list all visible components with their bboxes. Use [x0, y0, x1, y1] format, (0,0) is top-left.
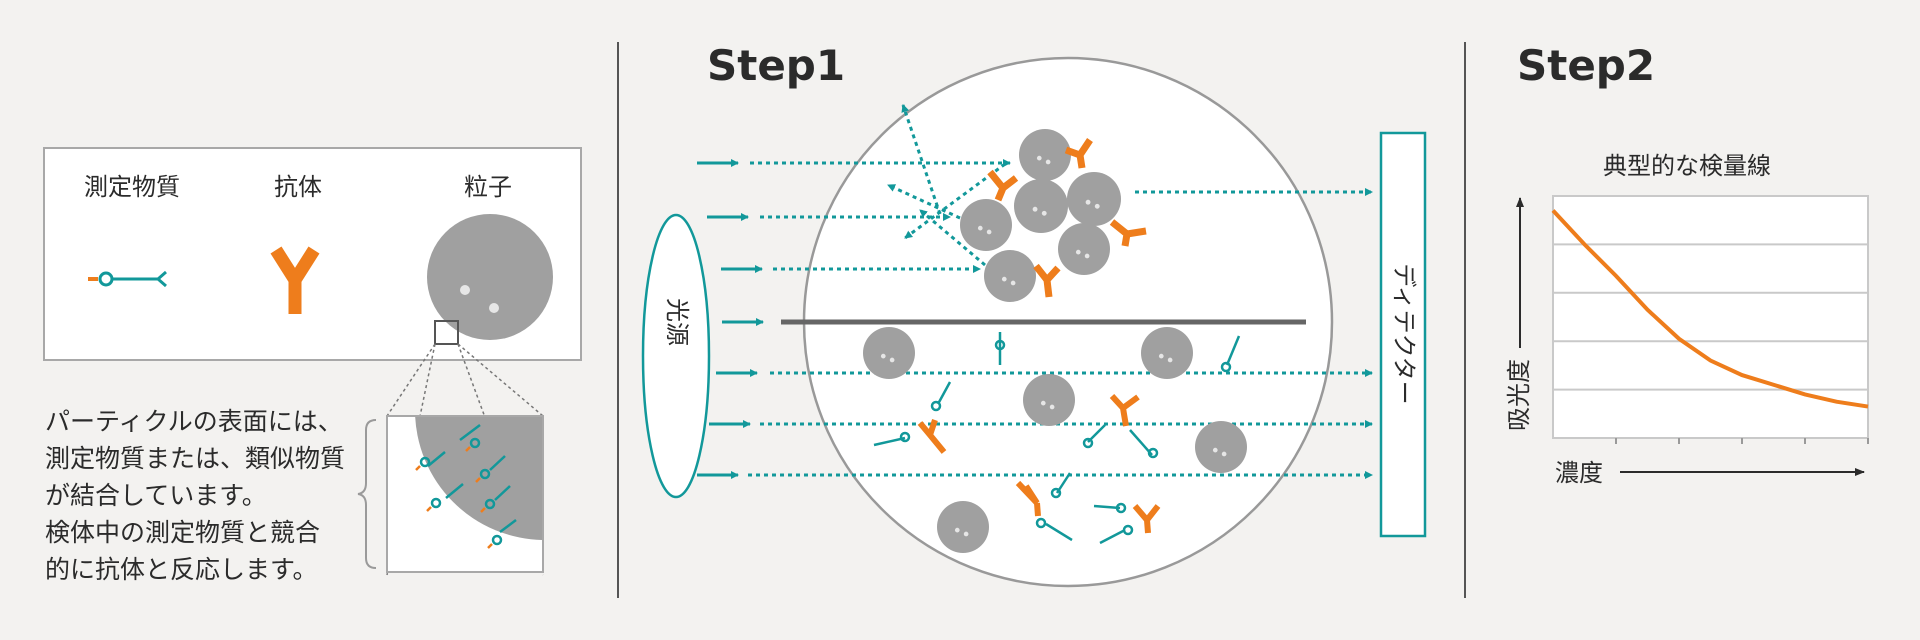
- free-analytes: [873, 332, 1241, 545]
- step1-title: Step1: [707, 41, 845, 90]
- incident-light-arrows: [697, 159, 764, 479]
- description-text: パーティクルの表面には、 測定物質または、類似物質 が結合しています。 検体中の…: [45, 407, 345, 584]
- description-line-2: 測定物質または、類似物質: [45, 444, 345, 473]
- light-source: 光源: [641, 213, 711, 499]
- step2-title: Step2: [1517, 41, 1655, 90]
- legend-analyte-label: 測定物質: [84, 173, 180, 201]
- light-source-label: 光源: [663, 298, 691, 346]
- detector-label: ディテクター: [1390, 263, 1418, 404]
- scattered-beams: [887, 104, 1006, 267]
- free-antibodies: [917, 393, 1161, 534]
- antibody-icon: [270, 246, 320, 314]
- zoom-detail: [386, 415, 544, 573]
- brace: [357, 419, 377, 569]
- description-line-1: パーティクルの表面には、: [45, 407, 343, 436]
- description-line-3: が結合しています。: [45, 481, 267, 510]
- plot-area: [1552, 195, 1869, 439]
- x-axis-label: 濃度: [1555, 459, 1603, 487]
- analyte-icon: [88, 270, 167, 288]
- calibration-curve: [1551, 209, 1869, 409]
- zoom-selector: [434, 320, 459, 345]
- particle-icon: [427, 214, 553, 340]
- calibration-chart: [1551, 195, 1869, 444]
- legend-panel: 測定物質 抗体 粒子: [43, 147, 582, 576]
- chart-x-ticks: [1615, 438, 1869, 444]
- chart-gridlines: [1553, 243, 1868, 391]
- chart-title: 典型的な検量線: [1603, 152, 1771, 180]
- detector: ディテクター: [1379, 131, 1427, 538]
- y-axis-label: 吸光度: [1505, 359, 1533, 431]
- light-beams: [748, 159, 1373, 479]
- legend-particle-label: 粒子: [464, 173, 512, 201]
- legend-antibody-label: 抗体: [274, 173, 322, 201]
- description-line-4: 検体中の測定物質と競合: [45, 518, 320, 547]
- bridging-antibodies: [987, 138, 1147, 298]
- description-line-5: 的に抗体と反応します。: [45, 555, 318, 584]
